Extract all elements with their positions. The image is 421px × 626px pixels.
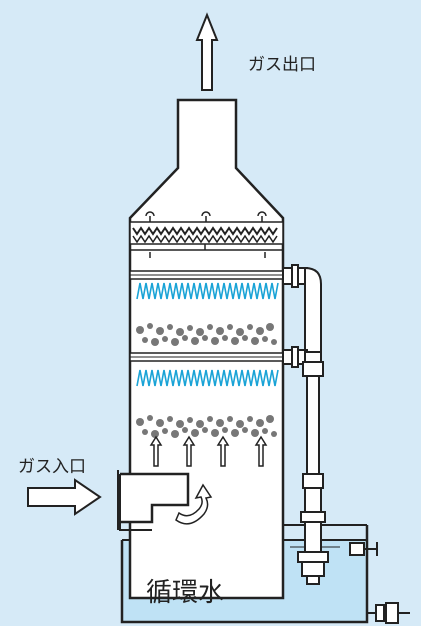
tower-body (130, 100, 283, 598)
gas-outlet-label: ガス出口 (248, 50, 316, 75)
valve-icon (350, 542, 377, 556)
circulation-pipe (283, 265, 325, 522)
pump-icon (298, 522, 328, 584)
gas-inlet-label: ガス入口 (18, 452, 86, 477)
circulating-water-label: 循環水 (146, 572, 224, 609)
gas-inlet-arrow-icon (28, 480, 100, 514)
gas-outlet-arrow-icon (197, 15, 217, 90)
drain-valve-icon (367, 603, 410, 623)
